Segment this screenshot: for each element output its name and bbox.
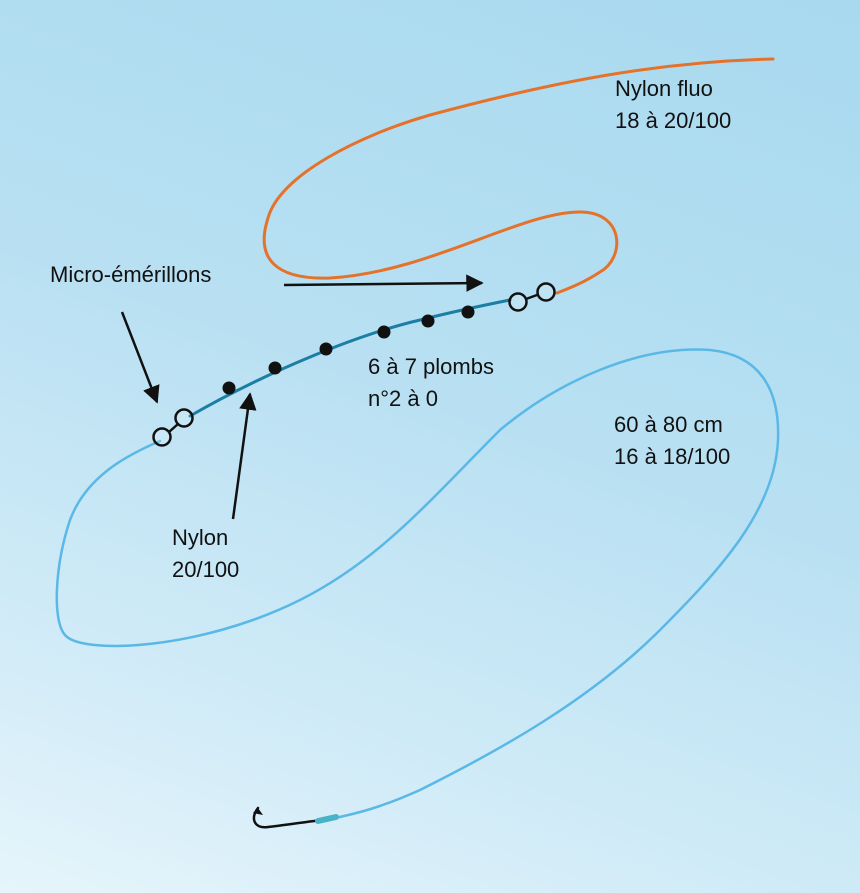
label-sinkers-size: n°2 à 0 [368,386,438,411]
pointer-arrows [120,274,484,520]
label-nylon-fluo: Nylon fluo 18 à 20/100 [615,73,731,137]
hook-icon [252,806,339,829]
sinker [222,381,236,395]
label-sinkers-count: 6 à 7 plombs [368,354,494,379]
label-sinkers: 6 à 7 plombs n°2 à 0 [368,351,494,415]
split-shot-sinkers [222,305,475,395]
label-leader-gauge: 16 à 18/100 [614,444,731,469]
label-micro-swivels-text: Micro-émérillons [50,262,212,287]
label-main-line-gauge: 20/100 [172,557,240,582]
label-micro-swivels: Micro-émérillons [50,259,211,291]
sinker [421,314,435,328]
arrow-to-main-line [231,392,257,520]
label-main-line-name: Nylon [172,525,229,550]
swivel-top [508,282,556,312]
sinker [377,325,391,339]
label-main-line: Nylon 20/100 [172,522,239,586]
arrow-to-swivel-top [283,274,484,292]
sinker [461,305,475,319]
label-nylon-fluo-gauge: 18 à 20/100 [615,108,732,133]
sinker [319,342,333,356]
main-line [188,298,512,418]
label-nylon-fluo-name: Nylon fluo [615,76,713,101]
leader-line [55,348,780,821]
fluo-line [262,57,775,295]
swivel-bottom [152,408,194,447]
sinker [268,361,282,375]
label-leader: 60 à 80 cm 16 à 18/100 [614,409,730,473]
arrow-to-swivel-bottom [120,311,160,404]
label-leader-length: 60 à 80 cm [614,412,723,437]
